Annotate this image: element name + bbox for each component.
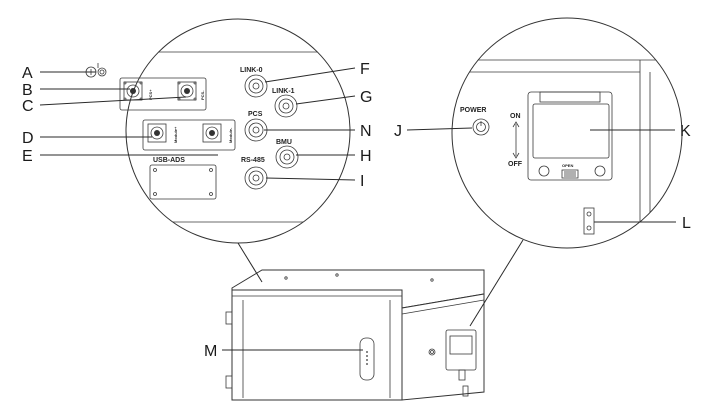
link0-connector: LINK-0	[240, 67, 268, 98]
off-label: OFF	[508, 161, 523, 168]
usb-ads-cover: USB-ADS	[149, 157, 217, 200]
link1-label: LINK-1	[272, 88, 295, 95]
left-detail-circle: PCS+ PCS- Module+ Module- USB-ADS	[85, 18, 351, 244]
module-minus-label: Module-	[228, 127, 233, 143]
ground-terminal	[85, 63, 107, 78]
breaker-switch: OPEN	[527, 91, 613, 181]
callout-c: C	[22, 98, 34, 115]
usb-ads-label: USB-ADS	[153, 157, 185, 164]
link0-label: LINK-0	[240, 67, 263, 74]
power-label: POWER	[460, 107, 486, 114]
callout-leaders	[39, 67, 676, 351]
callout-f: F	[360, 61, 370, 78]
power-button: POWER	[460, 107, 490, 136]
module-plus-label: Module+	[173, 126, 178, 143]
callout-h: H	[360, 148, 372, 165]
right-detail-circle: POWER ON OFF OPEN	[451, 17, 683, 249]
bmu-connector: BMU	[275, 139, 299, 169]
callout-a: A	[22, 65, 33, 82]
battery-module-box	[225, 269, 485, 401]
callout-k: K	[680, 123, 691, 140]
callout-b: B	[22, 82, 33, 99]
hex-bolt-icon	[94, 118, 118, 138]
on-label: ON	[510, 113, 521, 120]
pcs-plus-label: PCS+	[148, 89, 153, 100]
side-mount-plate	[583, 207, 595, 235]
zoom-leader-left	[237, 242, 263, 283]
callout-n: N	[360, 123, 372, 140]
on-off-arrow-icon	[512, 121, 520, 159]
pcs-minus-label: PCS-	[200, 90, 205, 100]
callout-l: L	[682, 215, 691, 232]
callout-m: M	[204, 343, 217, 360]
led-indicator-bar	[359, 337, 375, 381]
callout-letters: A B C D E F G N H I J K L M	[22, 61, 691, 360]
callout-g: G	[360, 89, 372, 106]
module-power-connectors: Module+ Module-	[142, 119, 236, 151]
callout-e: E	[22, 148, 33, 165]
rs485-label: RS-485	[241, 157, 265, 164]
callout-j: J	[394, 123, 402, 140]
open-label: OPEN	[562, 163, 573, 168]
link1-connector: LINK-1	[272, 88, 298, 118]
zoom-leader-right	[469, 239, 524, 327]
pcs-label: PCS	[248, 111, 263, 118]
callout-i: I	[360, 173, 364, 190]
bmu-label: BMU	[276, 139, 292, 146]
callout-d: D	[22, 130, 34, 147]
